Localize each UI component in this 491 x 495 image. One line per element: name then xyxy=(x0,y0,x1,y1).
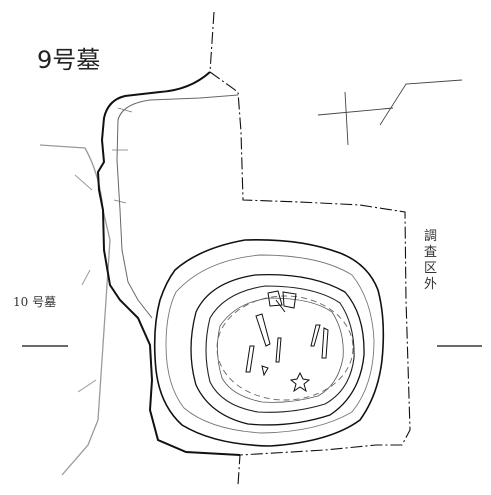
artifact-cluster-top xyxy=(267,290,297,313)
old-channel-line xyxy=(39,144,111,476)
bone-fragment-right-a xyxy=(310,324,321,347)
old-channel-branch xyxy=(74,174,97,393)
grave-pit-outer xyxy=(190,273,365,426)
inner-trench-cross xyxy=(112,107,133,204)
boundary-label-char-3: 区 xyxy=(424,261,437,276)
stray-line-upper-right-a xyxy=(344,91,349,146)
star-shaped-artifact xyxy=(289,371,311,393)
coffin-dashed-outline xyxy=(216,295,354,401)
survey-boundary-line xyxy=(209,11,411,486)
grave-pit-ring-2 xyxy=(217,297,344,403)
boundary-label-char-1: 調 xyxy=(424,229,437,244)
stray-line-upper-right-b xyxy=(317,79,463,126)
bone-fragment-lower-left xyxy=(245,345,269,377)
boundary-label-char-4: 外 xyxy=(424,277,437,292)
inner-trench-outline xyxy=(116,94,239,319)
bone-fragment-left xyxy=(255,313,271,347)
mound-outer-ring xyxy=(153,238,385,447)
figure-title: 9号墓 xyxy=(37,46,100,74)
outer-trench-outline xyxy=(96,71,241,456)
bone-fragment-center xyxy=(275,337,282,363)
boundary-label-char-2: 査 xyxy=(424,245,437,260)
adjacent-tomb-label: 10 号墓 xyxy=(13,295,56,309)
bone-fragment-right-b xyxy=(321,327,329,359)
mound-contour-1 xyxy=(165,254,375,434)
grave-pit-ring-1 xyxy=(205,285,355,413)
